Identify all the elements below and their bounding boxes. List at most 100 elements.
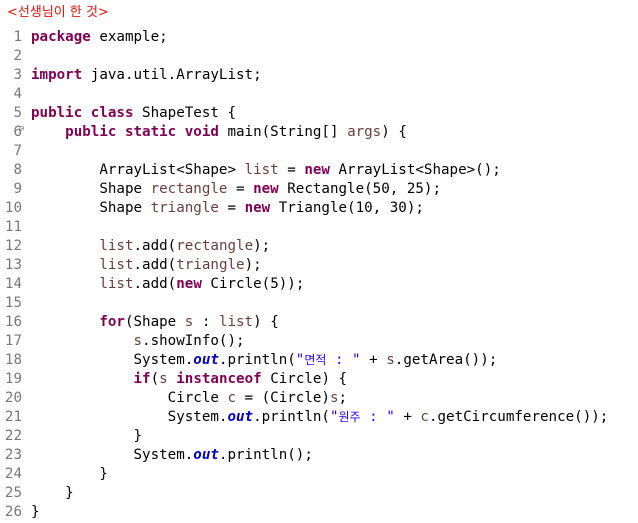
code-token: }	[31, 466, 108, 482]
code-text: list.add(rectangle);	[31, 237, 270, 256]
code-token: =	[278, 162, 305, 178]
code-line[interactable]: 23 System.out.println();	[0, 446, 638, 465]
code-token: "	[295, 352, 305, 368]
code-token: list	[99, 238, 134, 254]
code-token: java.util.ArrayList;	[82, 67, 262, 83]
code-token: ) {	[253, 314, 279, 330]
code-line[interactable]: 14 list.add(new Circle(5));	[0, 275, 638, 294]
line-number: 18	[4, 352, 22, 368]
code-text: System.out.println("원주 : " + c.getCircum…	[31, 408, 609, 427]
code-line[interactable]: 12 list.add(rectangle);	[0, 237, 638, 256]
code-token: }	[31, 504, 40, 520]
code-text: import java.util.ArrayList;	[31, 66, 262, 85]
code-line[interactable]: 10 Shape triangle = new Triangle(10, 30)…	[0, 199, 638, 218]
code-line[interactable]: 21 System.out.println("원주 : " + c.getCir…	[0, 408, 638, 427]
code-token: out	[193, 447, 219, 463]
line-number: 13	[4, 257, 22, 273]
code-token: for	[99, 314, 125, 330]
code-token: void	[184, 124, 219, 140]
code-token: s	[159, 371, 168, 387]
code-line[interactable]: 25 }	[0, 484, 638, 503]
code-text: list.add(triangle);	[31, 256, 261, 275]
code-token	[31, 276, 99, 292]
code-token	[31, 333, 134, 349]
code-line[interactable]: 5 public class ShapeTest {	[0, 104, 638, 123]
code-text: for(Shape s : list) {	[31, 313, 279, 332]
line-number: 8	[13, 162, 22, 178]
code-line[interactable]: 26}	[0, 503, 638, 522]
code-line[interactable]: 20 Circle c = (Circle)s;	[0, 389, 638, 408]
code-token: s	[386, 352, 395, 368]
code-token: ArrayList<Shape>	[31, 162, 245, 178]
code-token: +	[394, 409, 421, 425]
code-line[interactable]: 2	[0, 47, 638, 66]
code-token: ;	[338, 390, 348, 406]
line-number: 23	[4, 447, 22, 463]
code-line[interactable]: 13 list.add(triangle);	[0, 256, 638, 275]
code-token: instanceof	[176, 371, 262, 387]
code-token: .getCircumference());	[428, 409, 609, 425]
fold-collapse-icon[interactable]: ⊖	[19, 124, 25, 134]
code-token: new	[176, 276, 202, 292]
code-line[interactable]: 16 for(Shape s : list) {	[0, 313, 638, 332]
code-token: Triangle(10, 30);	[270, 200, 424, 216]
code-token: if	[133, 371, 151, 387]
code-token: list	[218, 314, 254, 330]
code-line[interactable]: 19 if(s instanceof Circle) {	[0, 370, 638, 389]
code-token: list	[99, 276, 134, 292]
code-token: Circle(5));	[201, 276, 305, 292]
code-line[interactable]: 9 Shape rectangle = new Rectangle(50, 25…	[0, 180, 638, 199]
code-text: Shape rectangle = new Rectangle(50, 25);	[31, 180, 441, 199]
code-token: Circle) {	[261, 371, 348, 387]
code-token	[31, 257, 99, 273]
code-token: =	[227, 181, 254, 197]
code-line[interactable]: 22 }	[0, 427, 638, 446]
code-token: .println();	[218, 447, 313, 463]
code-token: .add(	[133, 257, 177, 273]
code-token: =	[218, 200, 245, 216]
code-line[interactable]: 4	[0, 85, 638, 104]
code-token: (Shape	[124, 314, 185, 330]
code-token: triangle	[150, 200, 219, 216]
code-text: }	[31, 484, 74, 503]
code-text: ArrayList<Shape> list = new ArrayList<Sh…	[31, 161, 500, 180]
code-token	[31, 371, 134, 387]
code-token: }	[31, 428, 143, 444]
code-text: }	[31, 465, 108, 484]
code-line[interactable]: 11	[0, 218, 638, 237]
code-token: triangle	[176, 257, 245, 273]
code-token: args	[347, 124, 382, 140]
code-line[interactable]: 8 ArrayList<Shape> list = new ArrayList<…	[0, 161, 638, 180]
code-line[interactable]: 15	[0, 294, 638, 313]
code-line[interactable]: 17 s.showInfo();	[0, 332, 638, 351]
code-line[interactable]: 6⊖ public static void main(String[] args…	[0, 123, 638, 142]
code-line[interactable]: 24 }	[0, 465, 638, 484]
line-number: 5	[13, 105, 22, 121]
code-token: ShapeTest {	[133, 105, 237, 121]
code-token: Shape	[31, 181, 151, 197]
line-number: 21	[4, 409, 22, 425]
code-token: new	[253, 181, 279, 197]
line-number: 17	[4, 333, 22, 349]
code-line[interactable]: 18 System.out.println("면적 : " + s.getAre…	[0, 351, 638, 370]
code-token: package	[31, 29, 91, 45]
code-token: System.	[31, 352, 194, 368]
code-token: :	[193, 314, 219, 330]
line-number: 19	[4, 371, 22, 387]
code-token: s	[329, 390, 339, 406]
line-number: 4	[13, 86, 22, 102]
code-text: list.add(new Circle(5));	[31, 275, 304, 294]
line-number: 15	[4, 295, 22, 311]
code-token: class	[90, 105, 134, 121]
code-token: rectangle	[176, 238, 254, 254]
code-token: public	[31, 105, 83, 121]
code-token: rectangle	[150, 181, 228, 197]
code-token: s	[184, 314, 194, 330]
code-token: .println(	[218, 352, 296, 368]
code-token: (	[150, 371, 160, 387]
code-token: new	[304, 162, 330, 178]
code-line[interactable]: 7	[0, 142, 638, 161]
